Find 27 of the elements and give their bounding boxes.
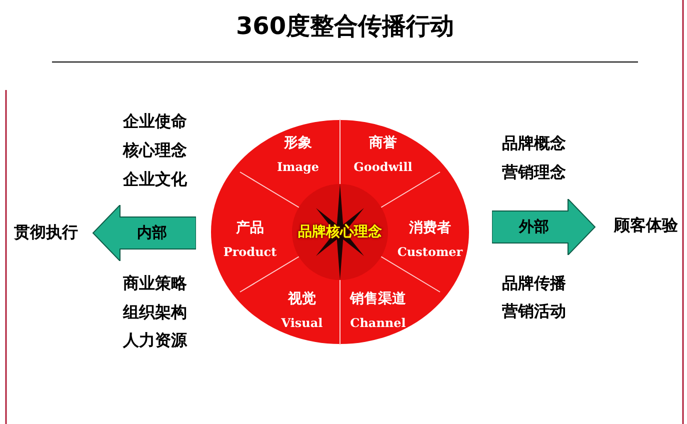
segment-subtitle: Customer <box>397 244 463 261</box>
segment-subtitle: Image <box>276 159 320 176</box>
segment-title: 产品 <box>235 219 265 238</box>
segment-subtitle: Channel <box>350 315 406 332</box>
segment-title: 形象 <box>283 134 313 153</box>
list-item: 企业使命 <box>123 112 187 132</box>
list-item: 品牌传播 <box>502 274 566 294</box>
title: 360度整合传播行动 <box>236 11 454 42</box>
list-item: 企业文化 <box>123 170 187 190</box>
segment-title: 消费者 <box>408 219 452 238</box>
list-item: 核心理念 <box>123 140 187 162</box>
list-item: 顾客体验 <box>614 216 678 236</box>
list-item: 品牌概念 <box>502 134 566 154</box>
segment-title: 商誉 <box>368 134 398 153</box>
segment-title: 视觉 <box>286 290 317 309</box>
list-item: 组织架构 <box>123 302 187 324</box>
list-item: 营销活动 <box>502 302 566 322</box>
list-item: 人力资源 <box>123 330 187 352</box>
arrow-label: 外部 <box>519 218 549 236</box>
list-item: 贯彻执行 <box>14 222 78 244</box>
list-item: 商业策略 <box>123 274 187 294</box>
segment-subtitle: Product <box>223 244 277 261</box>
segment-title: 销售渠道 <box>350 290 406 309</box>
segment-subtitle: Visual <box>281 315 323 332</box>
segment-subtitle: Goodwill <box>354 159 412 176</box>
list-item: 营销理念 <box>502 162 566 184</box>
arrow-label: 内部 <box>137 224 167 242</box>
